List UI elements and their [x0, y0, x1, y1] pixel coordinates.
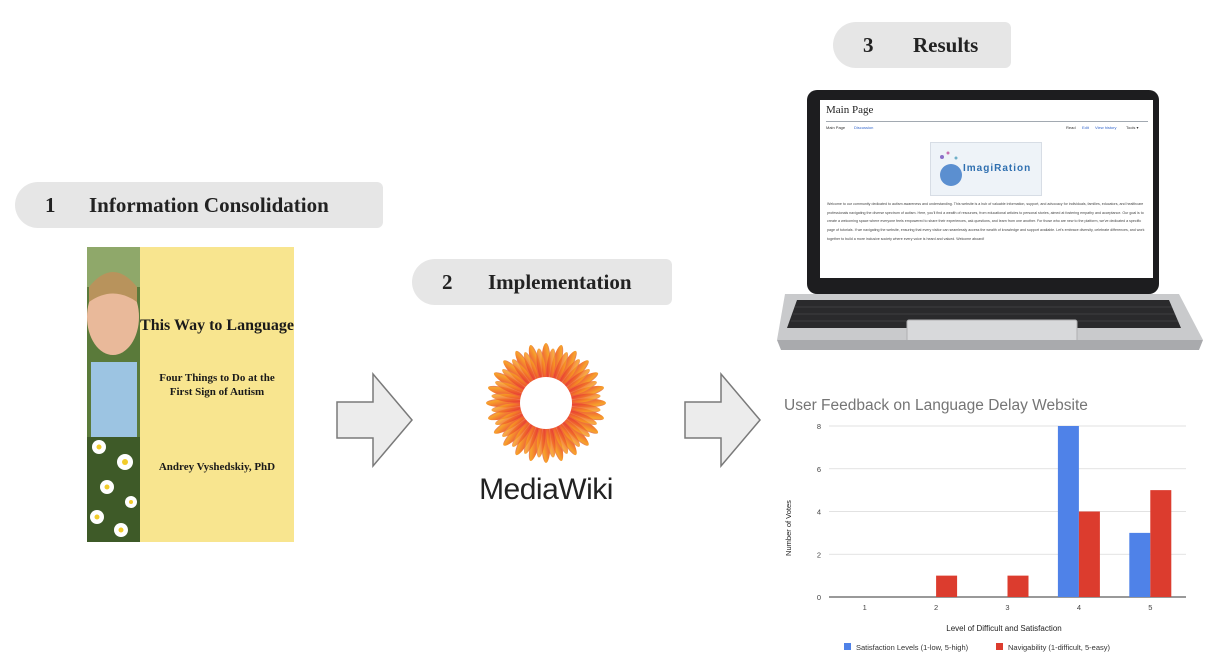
mediawiki-petal [491, 393, 525, 403]
mediawiki-petal [536, 424, 546, 458]
step-1-label: Information Consolidation [89, 192, 329, 217]
y-tick-label: 2 [817, 550, 821, 559]
mediawiki-petal [523, 423, 539, 454]
mediawiki-petal [523, 352, 539, 383]
wiki-tab-read[interactable]: Read [1066, 125, 1076, 130]
mediawiki-petal [556, 421, 577, 456]
mediawiki-petal [563, 415, 590, 437]
wiki-tab-main-page[interactable]: Main Page [826, 125, 846, 130]
mediawiki-petal [561, 360, 589, 388]
mediawiki-petal [564, 413, 599, 434]
legend-satisfaction-swatch [844, 643, 851, 650]
y-tick-label: 6 [817, 465, 821, 474]
imagiration-logo-text: ImagiRation [963, 163, 1032, 174]
mediawiki-petal [536, 348, 546, 382]
wiki-screen: Main Page Main Page Discussion Read Edit… [820, 100, 1153, 278]
arrow-right-icon [336, 372, 413, 468]
mediawiki-petal [566, 410, 597, 426]
x-axis-title: Level of Difficult and Satisfaction [946, 624, 1061, 633]
bar-navigability [936, 575, 958, 597]
wiki-tab-view-history[interactable]: View history [1095, 125, 1117, 130]
book-cover-photo [87, 247, 140, 542]
step-3-pill: 3 Results [833, 22, 1011, 68]
y-tick-label: 0 [817, 593, 821, 602]
bar-satisfaction [1057, 426, 1079, 597]
wiki-body-text: Welcome to our community dedicated to au… [827, 202, 1145, 241]
book-subtitle: Four Things to Do at the First Sign of A… [159, 372, 275, 398]
bar-satisfaction [1129, 532, 1151, 597]
x-tick-label: 3 [1005, 603, 1009, 612]
x-tick-label: 4 [1077, 603, 1081, 612]
mediawiki-petal [546, 424, 556, 458]
mediawiki-petal [566, 380, 597, 396]
mediawiki-petal [561, 418, 589, 446]
wiki-tab-edit[interactable]: Edit [1082, 125, 1089, 130]
mediawiki-petal [493, 413, 528, 434]
chart-title: User Feedback on Language Delay Website [784, 397, 1088, 414]
book-author: Andrey Vyshedskiy, PhD [158, 461, 276, 473]
y-tick-label: 4 [817, 508, 821, 517]
mediawiki-petal [564, 372, 599, 393]
mediawiki-petal [567, 403, 601, 413]
mediawiki-petal [563, 369, 590, 391]
mediawiki-petal [493, 372, 528, 393]
mediawiki-petal [502, 415, 529, 437]
bar-navigability [1150, 490, 1172, 597]
wiki-page-title: Main Page [826, 104, 874, 116]
step-2-label: Implementation [488, 269, 632, 294]
y-tick-label: 8 [817, 422, 821, 431]
step-2-number: 2 [442, 269, 453, 294]
mediawiki-petal [553, 423, 569, 454]
mediawiki-petal [503, 360, 531, 388]
mediawiki-petal [495, 380, 526, 396]
bar-navigability [1078, 511, 1100, 597]
mediawiki-petal [558, 420, 580, 447]
y-axis-title: Number of Votes [784, 500, 793, 556]
x-tick-label: 2 [934, 603, 938, 612]
step-3-label: Results [913, 32, 979, 57]
mediawiki-petal [495, 410, 526, 426]
mediawiki-petal [512, 359, 534, 386]
feedback-bar-chart: User Feedback on Language Delay Website … [784, 397, 1186, 652]
mediawiki-petal [502, 369, 529, 391]
step-2-pill: 2 Implementation [412, 259, 672, 305]
arrow-right-icon [684, 372, 761, 468]
mediawiki-petal [553, 352, 569, 383]
mediawiki-petal [512, 420, 534, 447]
wiki-divider [826, 121, 1148, 122]
wiki-tab-discussion[interactable]: Discussion [854, 125, 874, 130]
mediawiki-petal [567, 393, 601, 403]
step-3-number: 3 [863, 32, 874, 57]
mediawiki-petal [515, 421, 536, 456]
book-cover: This Way to Language Four Things to Do a… [87, 247, 294, 542]
legend-navigability-label: Navigability (1-difficult, 5-easy) [1008, 643, 1110, 652]
book-cover-text: This Way to Language Four Things to Do a… [140, 247, 294, 542]
x-tick-label: 1 [863, 603, 867, 612]
mediawiki-petal [515, 350, 536, 385]
mediawiki-petal [491, 403, 525, 413]
mediawiki-petal [546, 348, 556, 382]
x-tick-label: 5 [1148, 603, 1152, 612]
mediawiki-wordmark: MediaWiki [479, 473, 613, 506]
wiki-tab-tools[interactable]: Tools ▾ [1126, 125, 1139, 130]
legend-navigability-swatch [996, 643, 1003, 650]
mediawiki-petal [556, 350, 577, 385]
elephant-icon [940, 151, 962, 186]
legend-satisfaction-label: Satisfaction Levels (1-low, 5-high) [856, 643, 969, 652]
step-1-number: 1 [45, 192, 56, 217]
mediawiki-petal [558, 359, 580, 386]
book-title: This Way to Language [140, 317, 294, 334]
mediawiki-petal [503, 418, 531, 446]
imagiration-logo: ImagiRation [930, 142, 1042, 196]
step-1-pill: 1 Information Consolidation [15, 182, 383, 228]
bar-navigability [1007, 575, 1029, 597]
mediawiki-logo-icon [486, 343, 606, 463]
